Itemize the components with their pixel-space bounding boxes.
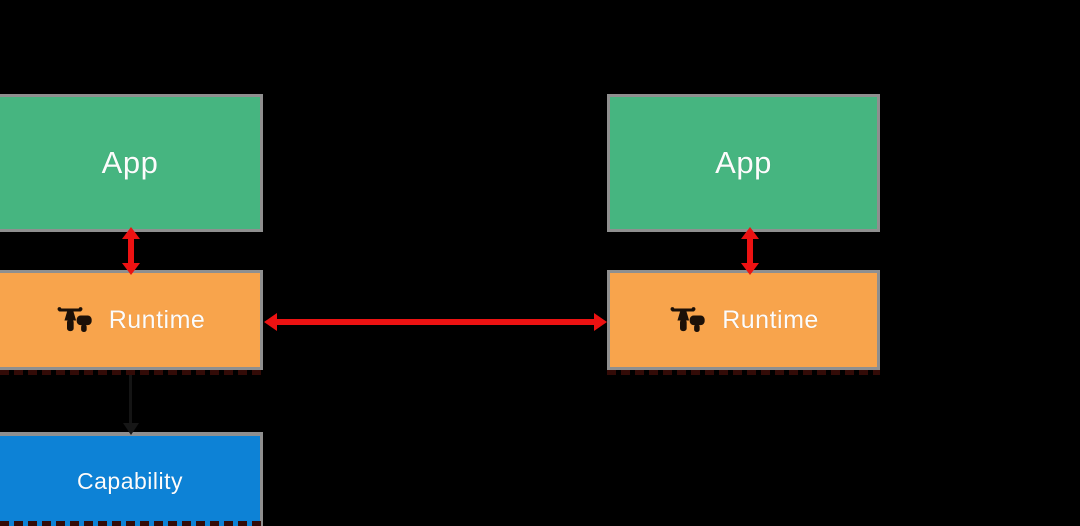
box-app-left: App bbox=[0, 94, 263, 232]
dashed-line bbox=[0, 370, 263, 375]
box-app-right: App bbox=[607, 94, 880, 232]
arrow-shaft bbox=[747, 236, 753, 266]
arrow-shaft bbox=[275, 319, 596, 325]
dashed-line bbox=[607, 370, 880, 375]
arrow-app-runtime-left bbox=[122, 227, 140, 275]
arrow-runtime-to-runtime bbox=[264, 313, 607, 331]
arrowhead-left-icon bbox=[264, 313, 277, 331]
motorcycle-sidecar-icon bbox=[670, 307, 705, 332]
box-runtime-right-label: Runtime bbox=[722, 305, 819, 334]
arrow-app-runtime-right bbox=[741, 227, 759, 275]
arrowhead-down-icon bbox=[122, 263, 140, 275]
motorcycle-sidecar-icon bbox=[57, 307, 92, 332]
box-app-right-label: App bbox=[715, 145, 772, 180]
arrowhead-up-icon bbox=[122, 227, 140, 239]
box-runtime-right: Runtime bbox=[607, 270, 880, 370]
arrow-runtime-capability-left bbox=[122, 371, 140, 435]
box-runtime-left-label: Runtime bbox=[108, 305, 206, 334]
box-capability-left-label: Capability bbox=[77, 467, 183, 494]
box-capability-left: Capability bbox=[0, 432, 263, 526]
arrowhead-right-icon bbox=[594, 313, 607, 331]
arrow-shaft bbox=[128, 236, 134, 266]
dashed-line bbox=[0, 521, 263, 526]
arrowhead-down-icon bbox=[741, 263, 759, 275]
arrow-shaft bbox=[129, 371, 132, 424]
box-app-left-label: App bbox=[101, 145, 159, 180]
arrowhead-down-icon bbox=[123, 423, 139, 435]
box-runtime-left: Runtime bbox=[0, 270, 263, 370]
arrowhead-up-icon bbox=[741, 227, 759, 239]
